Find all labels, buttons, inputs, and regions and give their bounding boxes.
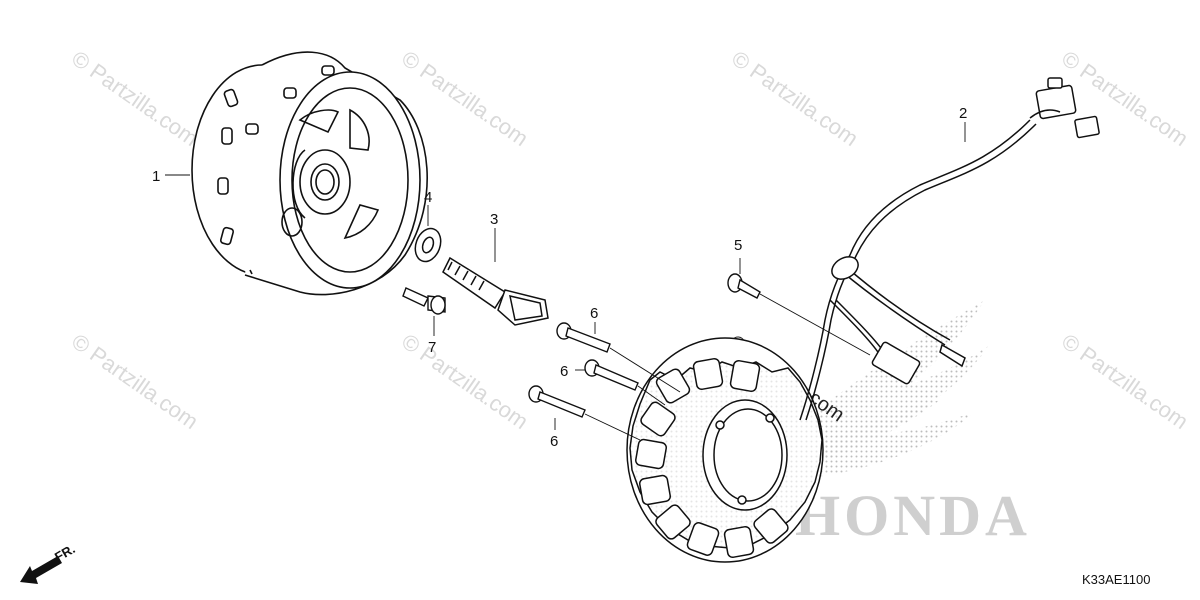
front-arrow-icon bbox=[20, 556, 62, 584]
callout-stator-bolt: 6 bbox=[550, 433, 558, 450]
harness-screw-part bbox=[727, 273, 761, 299]
watermark-text: © Partzilla.com bbox=[1057, 329, 1193, 435]
callout-flywheel: 1 bbox=[152, 168, 160, 185]
diagram-code: K33AE1100 bbox=[1082, 572, 1150, 587]
watermark-text: © Partzilla.com bbox=[67, 329, 203, 435]
small-bolt-part bbox=[402, 287, 446, 315]
honda-brand-text: HONDA bbox=[795, 483, 1031, 548]
callout-harness-screw: 5 bbox=[734, 237, 742, 254]
watermark-text: © Partzilla.com bbox=[727, 46, 863, 152]
callout-labels: 1 2 3 4 5 6 6 6 7 bbox=[152, 105, 967, 450]
wire-harness-part bbox=[799, 77, 1100, 421]
callout-stator-bolt: 6 bbox=[590, 305, 598, 322]
washer-part bbox=[414, 227, 442, 263]
stator-bolts-part bbox=[528, 322, 639, 418]
flywheel-part bbox=[191, 51, 428, 296]
callout-washer: 4 bbox=[424, 189, 432, 206]
watermark-text: © Partzilla.com bbox=[397, 329, 533, 435]
callout-small-bolt: 7 bbox=[428, 339, 436, 356]
leader-lines bbox=[165, 122, 966, 441]
stator-part bbox=[626, 337, 824, 563]
watermark-text: © Partzilla.com bbox=[67, 46, 203, 152]
flange-bolt-part bbox=[442, 256, 549, 326]
front-arrow-indicator: FR. bbox=[20, 541, 78, 584]
callout-flange-bolt: 3 bbox=[490, 211, 498, 228]
callout-wire-harness: 2 bbox=[959, 105, 967, 122]
callout-stator-bolt: 6 bbox=[560, 363, 568, 380]
